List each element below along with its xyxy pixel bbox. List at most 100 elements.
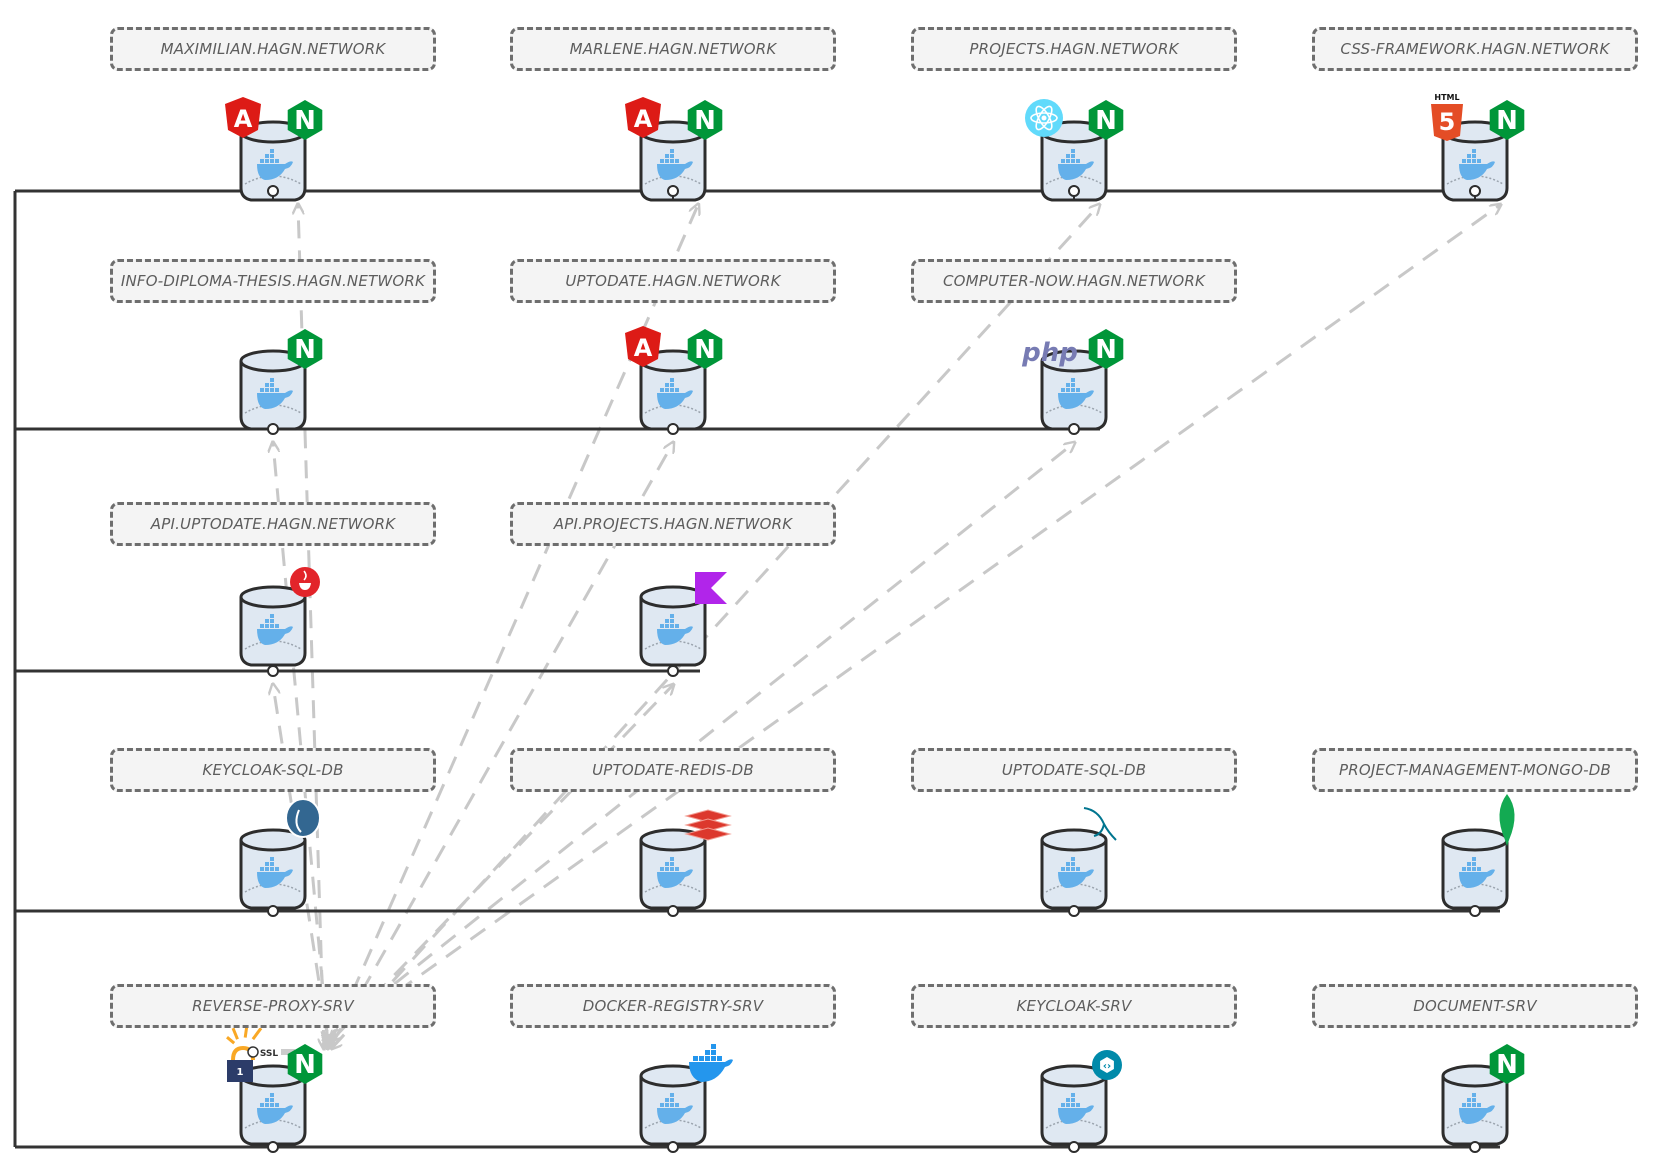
html5-shield (1431, 104, 1463, 141)
docker-whale-icon (1459, 857, 1495, 888)
container-top (1441, 828, 1509, 852)
nginx-hexagon (287, 100, 323, 140)
angular-shield (225, 97, 261, 138)
network-port (1068, 423, 1080, 435)
letsencrypt-lock-body (227, 1060, 253, 1082)
container-top (1040, 828, 1108, 852)
angular-letter: A (634, 105, 653, 133)
nginx-icon: N (287, 1044, 323, 1084)
angular-icon: A (225, 97, 261, 138)
nginx-icon: N (1088, 329, 1124, 369)
nginx-letter: N (1496, 1050, 1518, 1080)
ssl-icon: SSL (247, 1046, 295, 1059)
nginx-icon: N (687, 100, 723, 140)
docker-whale-icon (657, 1093, 693, 1124)
node-label: UPTODATE.HAGN.NETWORK (510, 259, 836, 303)
docker-whale-icon (257, 1093, 293, 1124)
nginx-icon: N (1489, 1044, 1525, 1084)
nginx-hexagon (1489, 1044, 1525, 1084)
docker-icon (689, 1044, 733, 1082)
node-label: KEYCLOAK-SRV (911, 984, 1237, 1028)
docker-whale-icon (257, 378, 293, 409)
node-label: CSS-FRAMEWORK.HAGN.NETWORK (1312, 27, 1638, 71)
java-cup (299, 583, 311, 590)
docker-whale-icon (657, 378, 693, 409)
nginx-hexagon (1489, 100, 1525, 140)
nginx-letter: N (294, 335, 316, 365)
angular-shield (625, 97, 661, 138)
nginx-letter: N (294, 106, 316, 136)
ssl-badge (281, 1049, 295, 1055)
nginx-hexagon (687, 100, 723, 140)
network-port (1469, 185, 1481, 197)
keycloak-hex (1100, 1057, 1114, 1073)
node-label: KEYCLOAK-SQL-DB (110, 748, 436, 792)
container-node[interactable] (1040, 1064, 1108, 1153)
container-node[interactable] (1441, 828, 1509, 917)
network-port (1469, 905, 1481, 917)
docker-whale-icon (1058, 378, 1094, 409)
ssl-lock (247, 1046, 259, 1058)
container-node[interactable] (239, 828, 307, 917)
postgresql-icon (285, 798, 321, 838)
angular-letter: A (234, 105, 253, 133)
redis-layer (684, 827, 732, 841)
network-port (1068, 905, 1080, 917)
mongodb-icon (1499, 794, 1515, 846)
container-node[interactable] (1441, 1064, 1509, 1153)
container-node[interactable] (239, 585, 307, 677)
network-port (267, 185, 279, 197)
container-node[interactable] (239, 120, 307, 202)
docker-whale-icon (657, 149, 693, 180)
node-label: REVERSE-PROXY-SRV (110, 984, 436, 1028)
node-label: API.PROJECTS.HAGN.NETWORK (510, 502, 836, 546)
node-label: UPTODATE-REDIS-DB (510, 748, 836, 792)
container-node[interactable] (639, 120, 707, 202)
network-port (667, 1141, 679, 1153)
container-node[interactable] (639, 349, 707, 435)
container-node[interactable] (639, 828, 707, 917)
kotlin-shape (695, 572, 727, 604)
nginx-letter: N (694, 335, 716, 365)
mongodb-leaf (1499, 794, 1515, 846)
java-icon (290, 567, 320, 597)
php-icon: php (1021, 338, 1078, 368)
container-top (239, 828, 307, 852)
letsencrypt-number: 1 (237, 1067, 244, 1078)
html5-number: 5 (1439, 108, 1456, 136)
network-port (267, 665, 279, 677)
node-label: PROJECTS.HAGN.NETWORK (911, 27, 1237, 71)
node-label: API.UPTODATE.HAGN.NETWORK (110, 502, 436, 546)
network-port (667, 185, 679, 197)
docker-whale-icon (257, 857, 293, 888)
nginx-hexagon (1088, 100, 1124, 140)
nginx-letter: N (694, 106, 716, 136)
container-node[interactable] (1040, 828, 1108, 917)
nginx-icon: N (1489, 100, 1525, 140)
network-port (1068, 185, 1080, 197)
node-label: UPTODATE-SQL-DB (911, 748, 1237, 792)
nginx-icon: N (1088, 100, 1124, 140)
nginx-letter: N (1496, 106, 1518, 136)
node-label: PROJECT-MANAGEMENT-MONGO-DB (1312, 748, 1638, 792)
nginx-hexagon (1088, 329, 1124, 369)
react-icon (1025, 99, 1063, 137)
angular-icon: A (625, 326, 661, 367)
container-node[interactable] (1040, 349, 1108, 435)
mysql-dolphin (1083, 807, 1117, 841)
postgres-elephant (285, 798, 321, 838)
angular-letter: A (634, 334, 653, 362)
network-port (267, 423, 279, 435)
angular-icon: A (625, 97, 661, 138)
nginx-icon: N (287, 329, 323, 369)
docker-whale-icon (1459, 1093, 1495, 1124)
docker-whale-icon (657, 614, 693, 645)
docker-whale (689, 1059, 733, 1082)
network-port (267, 905, 279, 917)
docker-whale-icon (657, 857, 693, 888)
ssl-text: SSL (260, 1049, 279, 1059)
network-port (667, 665, 679, 677)
